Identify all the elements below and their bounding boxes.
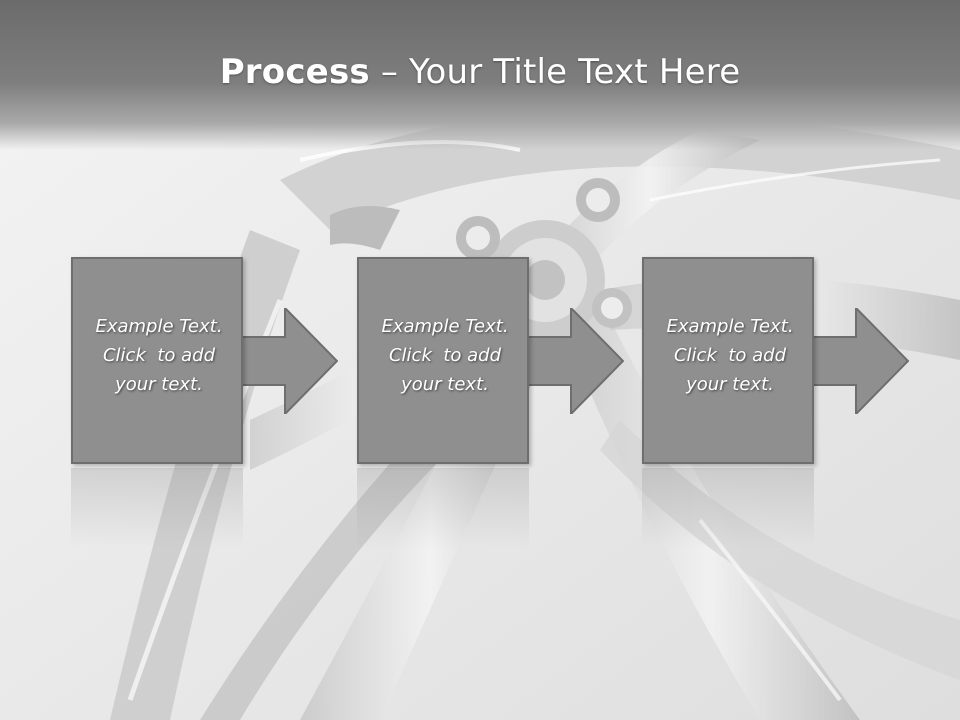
step-2-line-2: Click to add <box>388 345 501 366</box>
right-arrow-icon <box>811 308 909 414</box>
step-3-reflection <box>642 468 814 548</box>
slide-title[interactable]: Process – Your Title Text Here <box>0 52 960 92</box>
step-1-line-2: Click to add <box>102 345 215 366</box>
step-1-reflection <box>71 468 243 548</box>
step-3-text[interactable]: Example Text. Click to add your text. <box>644 312 816 399</box>
step-3-line-1: Example Text. <box>666 316 794 337</box>
step-2-line-3: your text. <box>401 374 489 395</box>
title-band <box>0 0 960 150</box>
step-1-text[interactable]: Example Text. Click to add your text. <box>73 312 245 399</box>
right-arrow-icon <box>526 308 624 414</box>
step-2-reflection <box>357 468 529 548</box>
slide-title-rest: – Your Title Text Here <box>369 52 741 92</box>
step-1-line-1: Example Text. <box>95 316 223 337</box>
step-3-line-3: your text. <box>686 374 774 395</box>
step-2-text[interactable]: Example Text. Click to add your text. <box>359 312 531 399</box>
slide-title-bold: Process <box>219 52 370 92</box>
step-2-line-1: Example Text. <box>381 316 509 337</box>
step-box-3[interactable]: Example Text. Click to add your text. <box>642 257 814 464</box>
step-box-1[interactable]: Example Text. Click to add your text. <box>71 257 243 464</box>
step-box-2[interactable]: Example Text. Click to add your text. <box>357 257 529 464</box>
step-1-line-3: your text. <box>115 374 203 395</box>
step-3-line-2: Click to add <box>673 345 786 366</box>
right-arrow-icon <box>240 308 338 414</box>
